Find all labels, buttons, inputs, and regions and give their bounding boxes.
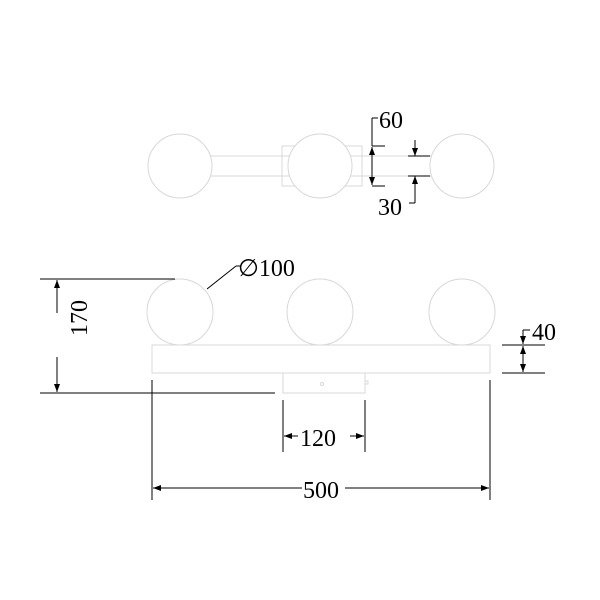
front-globe-2 xyxy=(286,278,354,346)
dimension-label-60: 60 xyxy=(379,108,403,134)
dimension-label-170: 170 xyxy=(67,300,93,336)
dimension-170: 170 xyxy=(40,278,275,394)
front-view: 170 ∅100 40 120 xyxy=(40,256,556,504)
front-globe-3 xyxy=(428,278,496,346)
front-globe-1 xyxy=(146,278,214,346)
dimension-label-40: 40 xyxy=(532,320,556,346)
dimension-30: 30 xyxy=(378,140,430,221)
dimension-500: 500 xyxy=(151,380,491,504)
dimension-label-30: 30 xyxy=(378,195,402,221)
front-bar xyxy=(151,344,491,374)
screw-icon xyxy=(320,382,324,386)
front-mount xyxy=(282,372,366,394)
top-globe-2 xyxy=(287,133,353,199)
dimension-120: 120 xyxy=(282,400,366,452)
dimension-60: 60 xyxy=(369,108,403,187)
dimension-label-diameter: ∅100 xyxy=(238,256,295,282)
dimension-40: 40 xyxy=(502,320,556,374)
dimension-diameter: ∅100 xyxy=(206,256,295,290)
top-globe-3 xyxy=(429,133,495,199)
dimension-label-120: 120 xyxy=(300,426,336,452)
top-view: 60 30 xyxy=(147,108,495,221)
dimension-label-500: 500 xyxy=(303,478,339,504)
top-globe-1 xyxy=(147,133,213,199)
